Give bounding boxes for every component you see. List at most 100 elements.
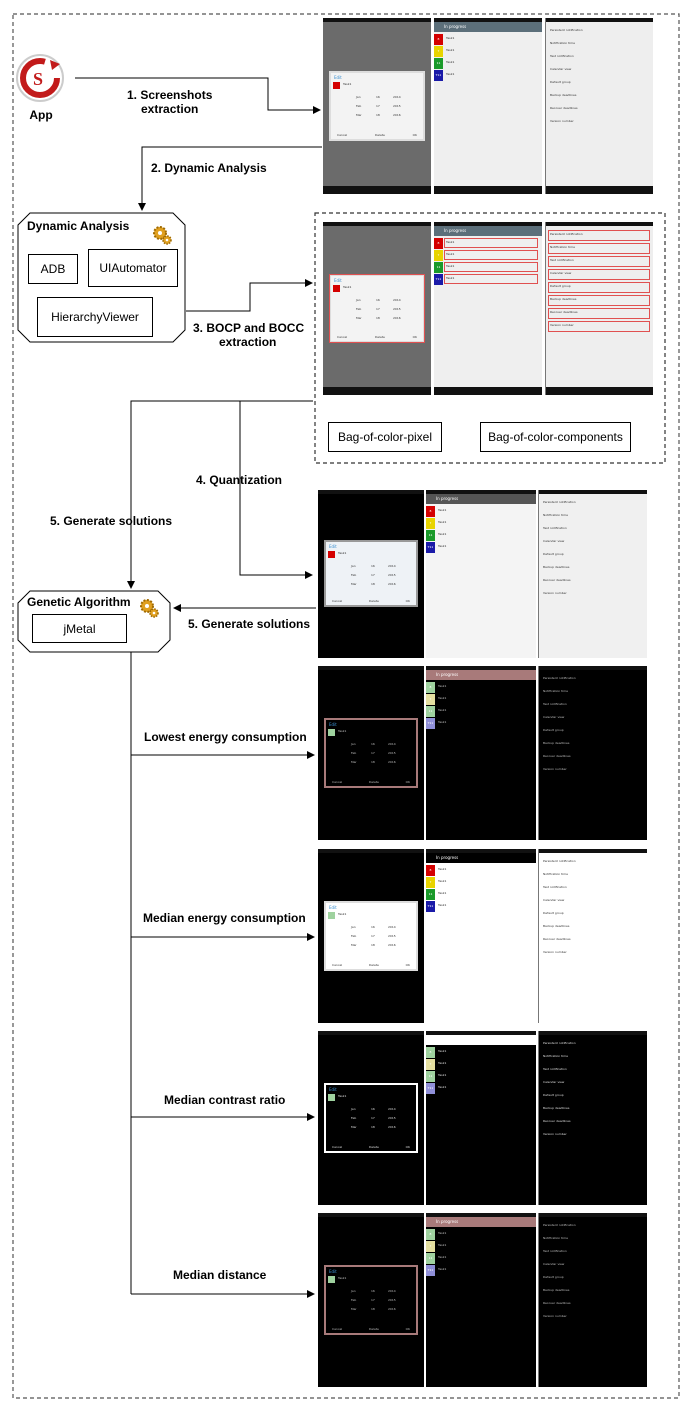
nav-bar [546,387,653,395]
dialog-title: Edit [334,278,342,283]
task-row: Task1 [438,508,447,512]
component-box [444,274,538,284]
list-title: In progress [436,672,459,677]
status-bar [318,1213,424,1217]
setting-item: Default group [543,552,564,556]
status-bar [318,1031,424,1035]
dialog-title: Edit [329,1269,337,1274]
setting-item: Version number [550,323,574,327]
setting-item: Calendar view [543,539,565,543]
status-bar [539,849,647,853]
day-cell: 16 [376,95,380,99]
task-badge: 8 [426,1229,435,1240]
delete-btn: Delete [369,1145,379,1149]
task-row: Task1 [438,532,447,536]
task-badge: 11 [426,889,435,900]
day-cell: 18 [376,113,380,117]
task-row: Task1 [438,708,447,712]
outer-frame [12,13,680,1399]
month-cell: Feb [356,307,362,311]
setting-item: Version number [543,1314,567,1318]
year-cell: 2014 [388,1289,396,1293]
task-badge: 11 [426,530,435,541]
status-bar [323,18,431,22]
year-cell: 2014 [393,298,401,302]
task-badge [328,1094,335,1101]
day-cell: 17 [371,934,375,938]
outcome-lowest-energy: Lowest energy consumption [144,730,307,744]
status-bar [539,666,647,670]
day-cell: 16 [376,298,380,302]
day-cell: 16 [371,1107,375,1111]
delete-btn: Delete [369,963,379,967]
arrow-screenshots [75,77,321,114]
gear-icon [140,599,159,618]
arrow-generate-left [127,400,313,589]
setting-item: Calendar view [543,1080,565,1084]
month-cell: Jan [356,95,361,99]
step1b-label: extraction [141,102,199,116]
year-cell: 2015 [388,751,396,755]
task-badge: 7 [434,250,443,261]
day-cell: 17 [371,1116,375,1120]
ok-btn: OK [405,780,410,784]
step4-label: 4. Quantization [196,473,283,487]
setting-item: Test notification [543,1067,567,1071]
status-bar [318,666,424,670]
setting-item: Notification time [550,41,575,45]
setting-item: Recover deadlines [543,754,571,758]
task-badge: T11 [426,542,435,553]
list-title: In progress [444,24,467,29]
status-bar [318,490,424,494]
setting-item: Calendar view [550,67,572,71]
status-bar [434,18,542,22]
setting-item: Persistent notification [543,500,576,504]
task-row: Task1 [438,1267,447,1271]
setting-item: Calendar view [543,898,565,902]
task-badge: 7 [426,1059,435,1070]
month-cell: Feb [351,1298,357,1302]
year-cell: 2015 [388,573,396,577]
app-logo-letter: S [33,69,44,89]
month-cell: Jan [356,298,361,302]
dialog-title: Edit [329,544,337,549]
task-row: Task1 [438,696,447,700]
month-cell: Jan [351,1107,356,1111]
task-badge: 8 [434,238,443,249]
task-badge [328,1276,335,1283]
year-cell: 2016 [388,943,396,947]
task-row: Task1 [446,252,455,256]
task-badge [328,912,335,919]
list-header [426,1217,536,1227]
task-name: Task1 [343,285,352,289]
genetic-algorithm-title: Genetic Algorithm [27,595,131,609]
step5a-label: 5. Generate solutions [50,514,173,528]
day-cell: 17 [371,573,375,577]
year-cell: 2014 [388,564,396,568]
task-row: Task1 [446,48,455,52]
month-cell: Jan [351,1289,356,1293]
component-box [548,282,650,293]
month-cell: Feb [351,1116,357,1120]
year-cell: 2014 [388,742,396,746]
nav-bar [434,186,542,194]
cancel-btn: Cancel [332,780,343,784]
task-row: Task1 [446,240,455,244]
setting-item: Notification time [550,245,575,249]
task-row: Task1 [438,879,447,883]
arrow-dynamic [138,146,322,211]
year-cell: 2016 [388,1125,396,1129]
status-bar [426,1213,536,1217]
month-cell: Mar [356,113,362,117]
status-bar [426,849,536,853]
setting-item: Persistent notification [543,676,576,680]
task-badge [328,551,335,558]
bag-frame [314,212,666,464]
